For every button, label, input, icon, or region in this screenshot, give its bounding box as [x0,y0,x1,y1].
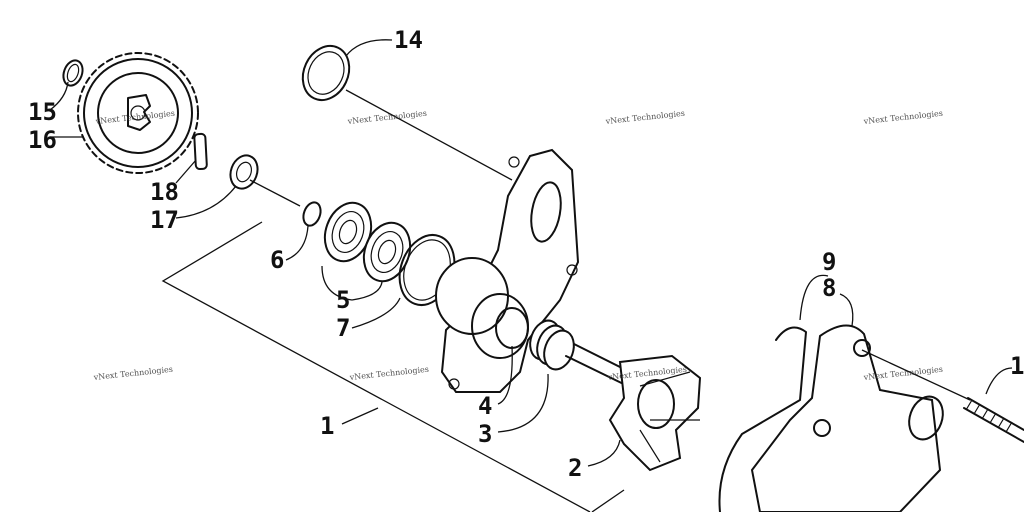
drive-sprocket [77,52,199,174]
assembly-bracket [161,221,625,512]
watermark: vNext Technologies [92,365,173,382]
callout-9: 9 [822,248,836,276]
callout-5: 5 [336,286,350,314]
callout-labels: 14 15 16 18 17 6 5 7 1 4 3 2 9 8 13 [28,26,1024,482]
shaft-seal [529,319,647,393]
callout-2: 2 [568,454,582,482]
dowel-pin-18 [193,132,208,171]
bolt-13 [963,397,1024,443]
impeller-2 [608,354,702,472]
watermark: vNext Technologies [348,365,429,382]
callout-18: 18 [150,178,179,206]
washer-17 [229,154,259,190]
watermark: vNext Technologies [346,109,427,126]
callout-1: 1 [320,412,334,440]
leader-lines [49,39,1013,467]
gasket-9 [718,326,807,512]
watermark: vNext Technologies [604,109,685,126]
callout-3: 3 [478,420,492,448]
callout-8: 8 [822,274,836,302]
pump-cover-8 [750,324,944,512]
callout-13: 13 [1010,352,1024,380]
circlip-6 [302,201,322,227]
callout-6: 6 [270,246,284,274]
callout-4: 4 [478,392,492,420]
callout-17: 17 [150,206,179,234]
callout-14: 14 [394,26,423,54]
callout-16: 16 [28,126,57,154]
watermark: vNext Technologies [862,109,943,126]
o-ring-14 [301,44,351,102]
axis-lines [249,89,971,401]
circlip-15 [62,59,84,87]
callout-15: 15 [28,98,57,126]
callout-7: 7 [336,314,350,342]
pump-housing [435,148,580,393]
